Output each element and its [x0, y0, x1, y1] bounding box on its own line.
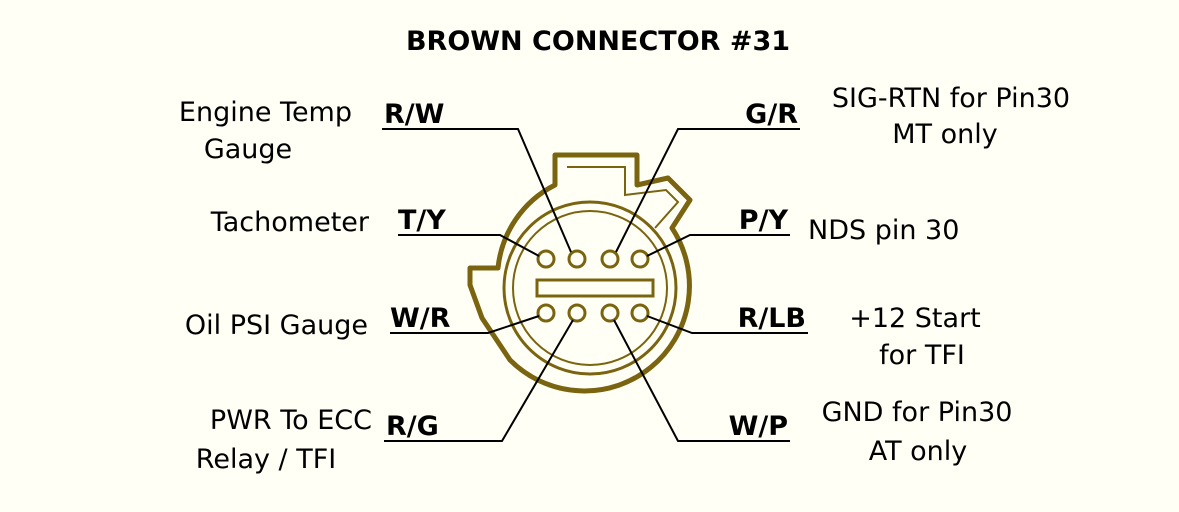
pin-hole-p-y	[630, 249, 650, 269]
leader-line-w-r	[390, 315, 540, 334]
right-pin-labels: G/R SIG-RTN for Pin30 MT only P/Y NDS pi…	[729, 83, 1071, 467]
diagram-title: BROWN CONNECTOR #31	[406, 26, 790, 57]
leader-lines	[382, 128, 808, 442]
pin-function-nds-pin30: NDS pin 30	[808, 215, 959, 246]
leader-line-r-lb	[646, 315, 808, 334]
connector-body	[467, 152, 693, 394]
leader-line-t-y	[398, 234, 540, 257]
wire-code-w-r: W/R	[390, 303, 451, 334]
wire-code-r-lb: R/LB	[738, 303, 806, 334]
leader-line-r-w	[382, 128, 572, 253]
wire-code-g-r: G/R	[745, 99, 798, 130]
pin-function-start-line2: for TFI	[879, 340, 965, 371]
wire-code-r-w: R/W	[384, 99, 444, 130]
pin-function-oil-psi: Oil PSI Gauge	[185, 310, 368, 341]
leader-line-p-y	[646, 234, 790, 257]
pin-function-sig-rtn-line1: SIG-RTN for Pin30	[832, 83, 1070, 114]
pin-function-engine-temp-line1: Engine Temp	[179, 97, 352, 128]
wire-code-p-y: P/Y	[739, 205, 789, 236]
pin-hole-t-y	[536, 249, 556, 269]
pin-function-gnd-line1: GND for Pin30	[822, 397, 1013, 428]
leader-line-g-r	[615, 128, 800, 253]
leader-line-w-p	[613, 319, 790, 442]
pin-hole-w-r	[536, 303, 556, 323]
pin-hole-r-g	[567, 303, 587, 323]
pin-function-pwr-ecc-line2: Relay / TFI	[196, 444, 336, 475]
pin-hole-r-w	[567, 249, 587, 269]
pin-function-engine-temp-line2: Gauge	[204, 134, 292, 165]
wire-code-r-g: R/G	[386, 411, 439, 442]
pin-hole-w-p	[600, 303, 620, 323]
wire-code-t-y: T/Y	[398, 205, 446, 236]
leader-line-r-g	[384, 319, 574, 442]
left-pin-labels: R/W Engine Temp Gauge T/Y Tachometer W/R…	[179, 97, 451, 475]
wire-code-w-p: W/P	[729, 411, 788, 442]
pin-function-pwr-ecc-line1: PWR To ECC	[210, 405, 372, 436]
pin-hole-g-r	[600, 249, 620, 269]
pin-function-sig-rtn-line2: MT only	[892, 119, 998, 150]
connector-divider	[535, 278, 655, 298]
pin-hole-r-lb	[630, 303, 650, 323]
pin-function-gnd-line2: AT only	[869, 436, 968, 467]
pin-function-tachometer: Tachometer	[210, 207, 370, 238]
pin-function-start-line1: +12 Start	[849, 303, 981, 334]
